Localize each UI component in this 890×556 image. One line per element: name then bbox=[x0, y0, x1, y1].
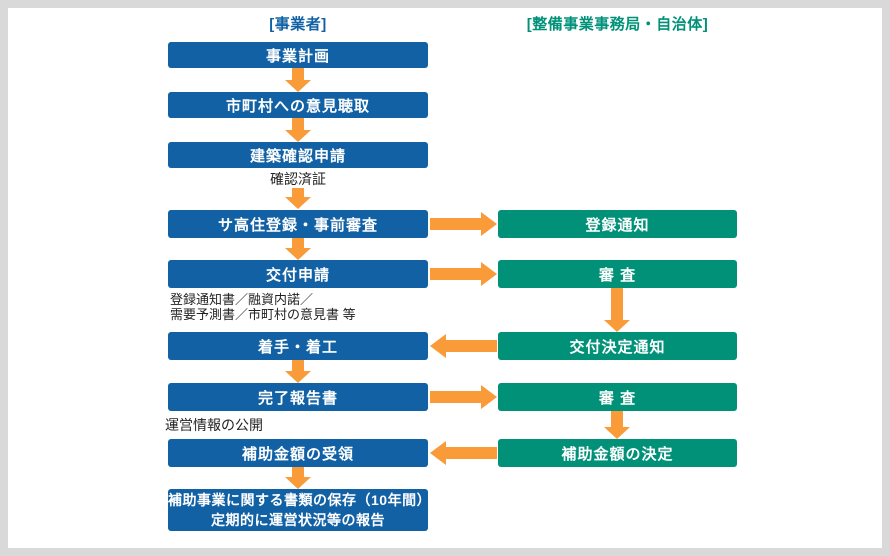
flow-box-registration-notice: 登録通知 bbox=[498, 210, 737, 238]
arrow-left-icon bbox=[430, 334, 497, 358]
arrow-down-icon bbox=[285, 238, 311, 260]
arrow-right-icon bbox=[430, 212, 497, 236]
flow-box-subsidy-receipt: 補助金額の受領 bbox=[168, 439, 428, 467]
arrow-down-icon bbox=[285, 68, 311, 92]
note-grant-attachments: 登録通知書／融資内諾／ 需要予測書／市町村の意見書 等 bbox=[170, 292, 430, 322]
note-operation-info: 運営情報の公開 bbox=[165, 417, 263, 433]
arrow-down-icon bbox=[285, 467, 311, 489]
operator-column-header: [事業者] bbox=[269, 16, 327, 33]
flow-box-start-construction-label: 着手・着工 bbox=[257, 338, 338, 356]
arrow-right-icon bbox=[430, 262, 497, 286]
flow-box-grant-decision-notice: 交付決定通知 bbox=[498, 332, 737, 360]
flow-box-grant-decision-notice-label: 交付決定通知 bbox=[569, 338, 666, 356]
flow-box-start-construction: 着手・着工 bbox=[168, 332, 428, 360]
flow-box-building-confirmation: 建築確認申請 bbox=[168, 142, 428, 168]
flow-box-grant-application-label: 交付申請 bbox=[265, 266, 330, 284]
office-column-header: [整備事業事務局・自治体] bbox=[526, 16, 709, 33]
flow-box-screening-2-label: 審 査 bbox=[598, 389, 637, 407]
flow-box-business-plan-label: 事業計画 bbox=[265, 47, 330, 65]
arrow-down-icon bbox=[285, 360, 311, 383]
flow-box-screening-2: 審 査 bbox=[498, 383, 737, 411]
flow-box-grant-application: 交付申請 bbox=[168, 260, 428, 288]
flow-box-building-confirmation-label: 建築確認申請 bbox=[249, 147, 346, 165]
flow-box-screening-1-label: 審 査 bbox=[598, 266, 637, 284]
flow-box-subsidy-decision-label: 補助金額の決定 bbox=[561, 445, 674, 463]
note-grant-attachments-line1: 登録通知書／融資内諾／ bbox=[170, 292, 314, 307]
note-grant-attachments-line2: 需要予測書／市町村の意見書 等 bbox=[170, 307, 356, 322]
arrow-down-icon bbox=[285, 188, 311, 209]
arrow-down-icon bbox=[604, 411, 630, 439]
note-confirmation-certificate: 確認済証 bbox=[270, 171, 326, 187]
flow-box-municipal-hearing-label: 市町村への意見聴取 bbox=[225, 97, 370, 115]
flow-box-document-storage-line2: 定期的に運営状況等の報告 bbox=[211, 512, 385, 528]
flow-box-subsidy-receipt-label: 補助金額の受領 bbox=[241, 445, 354, 463]
flow-box-registration-notice-label: 登録通知 bbox=[585, 216, 650, 234]
flow-box-subsidy-decision: 補助金額の決定 bbox=[498, 439, 737, 467]
flow-box-registration-screening-label: サ高住登録・事前審査 bbox=[217, 216, 378, 234]
flow-box-registration-screening: サ高住登録・事前審査 bbox=[168, 210, 428, 238]
arrow-left-icon bbox=[430, 441, 497, 465]
flow-box-document-storage-line1: 補助事業に関する書類の保存（10年間） bbox=[168, 492, 432, 508]
arrow-down-icon bbox=[285, 118, 311, 142]
flow-box-completion-report-label: 完了報告書 bbox=[257, 389, 338, 407]
flow-box-business-plan: 事業計画 bbox=[168, 42, 428, 68]
flow-box-completion-report: 完了報告書 bbox=[168, 383, 428, 411]
arrow-down-icon bbox=[604, 288, 630, 332]
flow-box-screening-1: 審 査 bbox=[498, 260, 737, 288]
flow-box-municipal-hearing: 市町村への意見聴取 bbox=[168, 92, 428, 118]
arrow-right-icon bbox=[430, 385, 497, 409]
flow-box-document-storage: 補助事業に関する書類の保存（10年間） 定期的に運営状況等の報告 bbox=[168, 489, 432, 531]
